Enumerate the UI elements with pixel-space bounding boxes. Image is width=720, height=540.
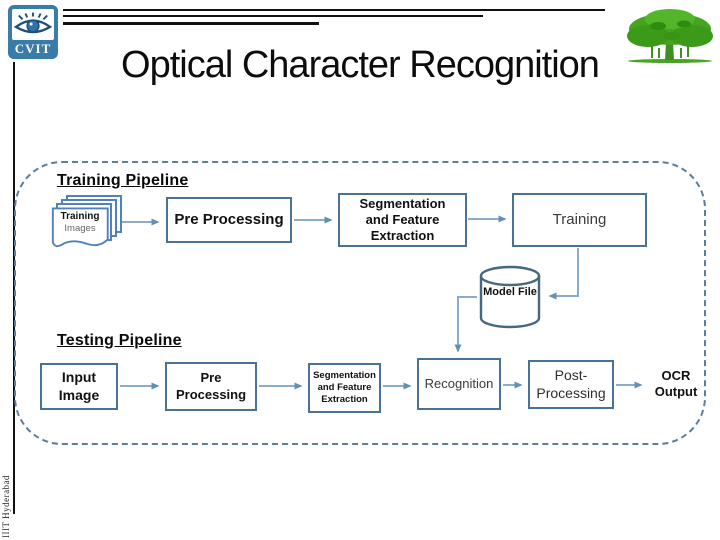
cvit-logo: CVIT [8,5,58,59]
side-text-iiit-hyderabad: IIIT Hyderabad [1,474,11,538]
pipeline-panel-border [14,161,706,445]
page-title: Optical Character Recognition [121,44,600,86]
stack-page-front [51,207,109,248]
box-input-image: Input Image [40,363,118,410]
training-images-stack-icon: Training Images [50,195,124,249]
model-file-database-icon: Model File [478,265,542,331]
box-post-processing: Post-Processing [528,360,614,409]
iiit-tree-logo-icon [627,9,713,63]
box-pre-processing-training: Pre Processing [166,197,292,243]
box-segmentation-feature-extraction-testing: Segmentation and Feature Extraction [308,363,381,413]
box-recognition: Recognition [417,358,501,410]
box-segmentation-feature-extraction-training: Segmentation and Feature Extraction [338,193,467,247]
testing-pipeline-heading: Testing Pipeline [57,332,182,349]
cvit-logo-text: CVIT [14,41,52,56]
box-pre-processing-testing: Pre Processing [165,362,257,411]
model-file-label: Model File [483,286,537,298]
box-training: Training [512,193,647,247]
eye-icon [12,9,54,40]
decor-rule-bottom [63,22,319,25]
decor-rule-top [63,9,605,11]
training-pipeline-heading: Training Pipeline [57,172,189,189]
training-images-label: Training Images [60,211,100,234]
decor-rule-middle [63,15,483,17]
ocr-output-label: OCR Output [654,368,698,399]
